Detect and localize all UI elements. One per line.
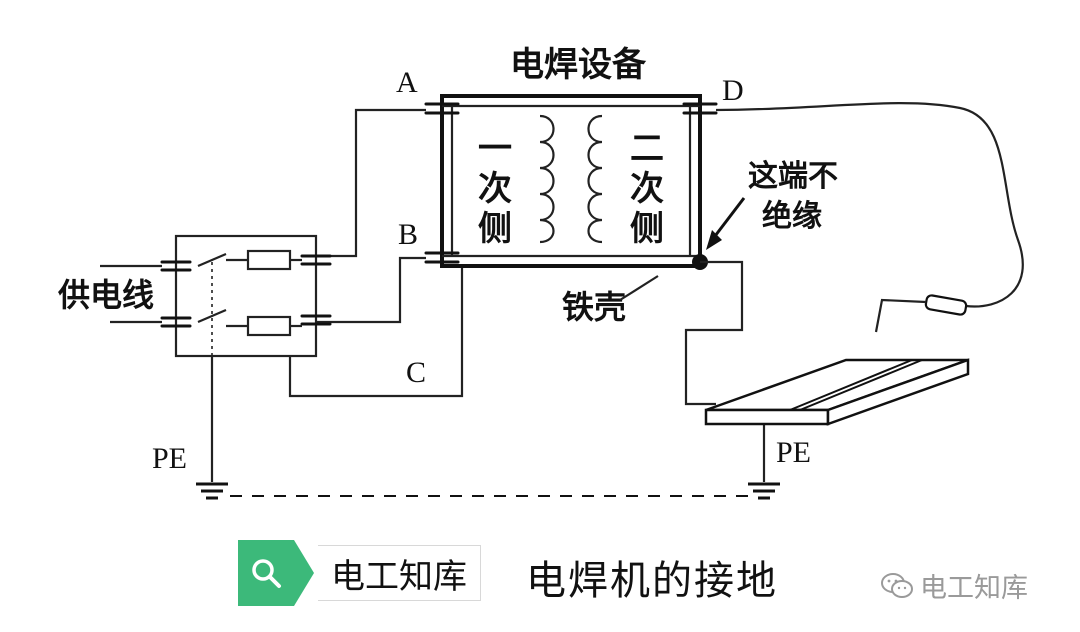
switch-box [100,234,332,358]
watermark-text: 电工知库 [920,573,1028,604]
pe-left-label: PE [152,442,187,475]
terminal-a-label: A [396,66,418,99]
terminal-d-label: D [722,74,744,107]
wire-a [316,108,426,258]
secondary-char-2: 次 [630,169,664,209]
terminal-plates [424,102,718,264]
search-icon [238,540,314,606]
ground-symbol-icon [748,482,780,500]
transformer-case [440,94,702,268]
ground-symbol-icon [196,482,228,500]
primary-coil [539,114,555,244]
iron-case-leader [619,275,659,301]
brand-badge: 电工知库 [238,540,484,606]
iron-case-label: 铁壳 [562,288,626,326]
pe-right-label: PE [776,436,811,469]
figure-caption: 电焊机的接地 [526,558,778,604]
case-to-workpiece-wire [684,260,744,406]
wire-c [288,268,464,398]
secondary-char-1: 二 [630,129,664,169]
not-insulated-line-2: 绝缘 [762,199,822,234]
not-insulated-line-1: 这端不 [748,159,838,194]
wire-b [316,256,426,324]
welding-cable [715,102,1024,308]
terminal-b-label: B [398,218,418,251]
watermark: 电工知库 [880,566,1028,605]
wechat-icon [880,572,914,600]
welder-title: 电焊设备 [510,45,647,85]
primary-char-2: 次 [478,169,512,209]
welding-electrode-icon [874,294,968,333]
power-line-label: 供电线 [58,276,154,314]
pointer-arrow-icon [706,197,746,250]
brand-badge-label: 电工知库 [318,545,481,601]
secondary-coil [587,114,603,244]
workpiece [704,358,970,426]
terminal-c-label: C [406,356,426,389]
secondary-char-3: 侧 [630,209,664,249]
primary-char-1: 一 [478,129,512,169]
primary-char-3: 侧 [478,209,512,249]
